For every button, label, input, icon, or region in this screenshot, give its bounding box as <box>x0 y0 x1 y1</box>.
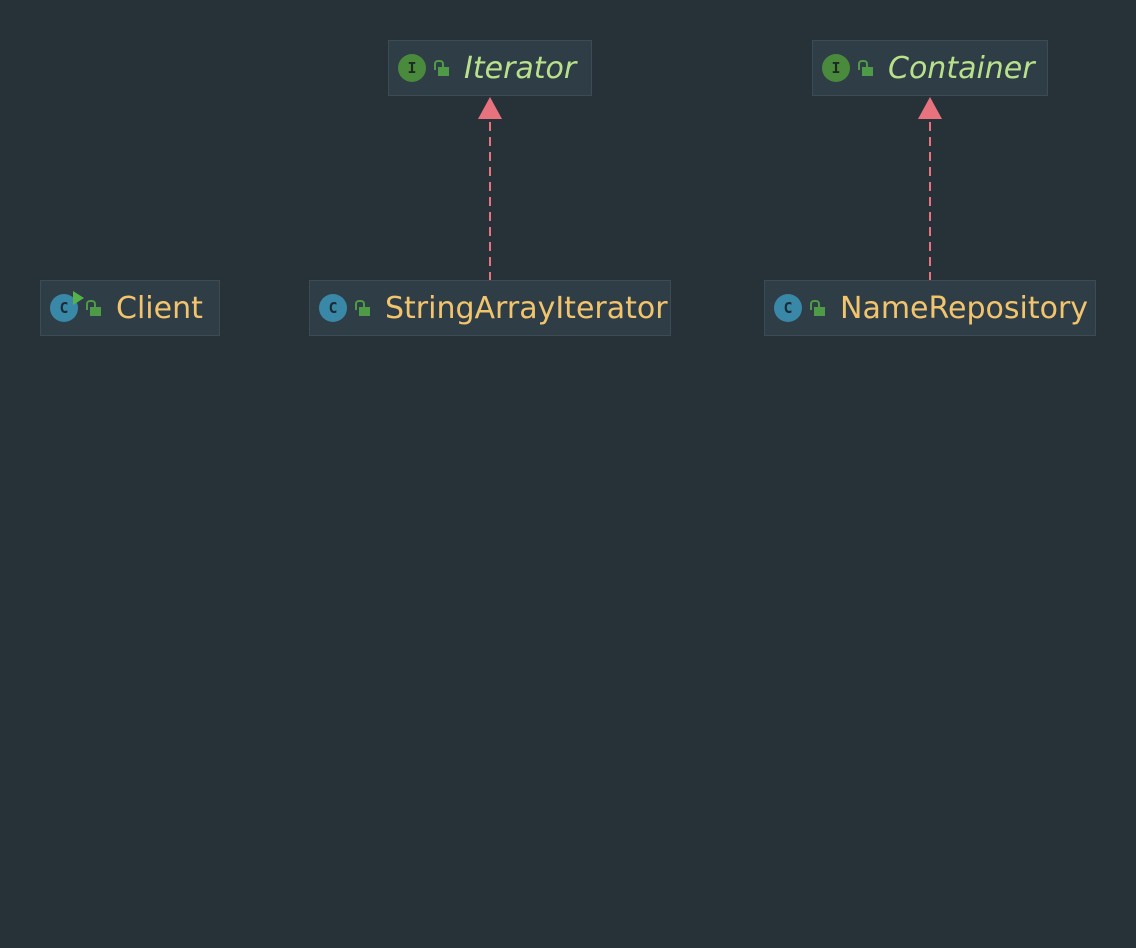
edge-namerepository-implements-container[interactable] <box>918 97 942 281</box>
public-lock-icon <box>86 299 102 317</box>
realization-arrowhead <box>918 97 942 119</box>
node-client[interactable]: C Client <box>40 280 220 336</box>
public-lock-icon <box>434 59 450 77</box>
badge-letter: I <box>407 59 417 77</box>
public-lock-icon <box>858 59 874 77</box>
realization-arrowhead <box>478 97 502 119</box>
badge-letter: I <box>831 59 841 77</box>
badge-letter: C <box>783 299 793 317</box>
public-lock-icon <box>355 299 371 317</box>
runnable-class-icon: C <box>50 291 84 322</box>
run-marker-icon <box>73 291 84 305</box>
node-label: Client <box>116 290 203 326</box>
badge-letter: C <box>59 299 69 317</box>
public-lock-icon <box>810 299 826 317</box>
node-label: Iterator <box>464 50 577 86</box>
badge-letter: C <box>328 299 338 317</box>
edge-stringarrayiterator-implements-iterator[interactable] <box>478 97 502 281</box>
class-icon: C <box>319 294 347 322</box>
node-label: Container <box>888 50 1035 86</box>
node-namerepository[interactable]: C NameRepository <box>764 280 1096 336</box>
node-label: StringArrayIterator <box>385 290 668 326</box>
class-icon: C <box>774 294 802 322</box>
node-label: NameRepository <box>840 290 1089 326</box>
interface-icon: I <box>822 54 850 82</box>
node-stringarrayiterator[interactable]: C StringArrayIterator <box>309 280 671 336</box>
node-iterator[interactable]: I Iterator <box>388 40 592 96</box>
node-container[interactable]: I Container <box>812 40 1048 96</box>
interface-icon: I <box>398 54 426 82</box>
